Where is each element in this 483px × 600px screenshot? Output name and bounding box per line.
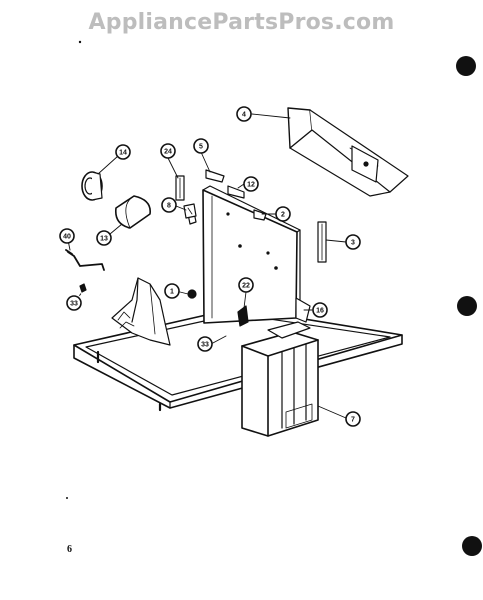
binder-hole-bottom (462, 536, 482, 556)
callout-22: 22 (238, 277, 254, 293)
small-fitting (183, 203, 197, 219)
callouts: 4 5 24 14 12 8 2 13 3 40 1 22 33 16 33 7 (59, 106, 361, 427)
rod-part (65, 249, 105, 271)
base-bracket (295, 297, 311, 323)
watermark-text: AppliancePartsPros.com (88, 10, 395, 35)
callout-24: 24 (160, 143, 176, 159)
binder-hole-top (456, 56, 476, 76)
svg-text:3: 3 (351, 240, 355, 247)
svg-text:8: 8 (167, 203, 171, 210)
callout-3: 3 (345, 234, 361, 250)
svg-text:4: 4 (242, 112, 246, 119)
grommet-part (187, 289, 197, 299)
svg-text:7: 7 (351, 417, 355, 424)
binder-hole-middle (457, 296, 477, 316)
svg-text:1: 1 (170, 289, 174, 296)
callout-16: 16 (312, 302, 328, 318)
svg-text:5: 5 (199, 144, 203, 151)
callout-33-center: 33 (197, 336, 213, 352)
callout-14: 14 (115, 144, 131, 160)
svg-text:33: 33 (70, 301, 78, 308)
callout-2: 2 (275, 206, 291, 222)
cap-part (81, 171, 103, 201)
svg-text:22: 22 (242, 283, 250, 290)
callout-4: 4 (236, 106, 252, 122)
shroud-box (241, 321, 319, 437)
callout-1: 1 (164, 283, 180, 299)
partition-panel (202, 185, 301, 324)
callout-33-left: 33 (66, 295, 82, 311)
svg-text:33: 33 (201, 342, 209, 349)
callout-40: 40 (59, 228, 75, 244)
panel-clips (175, 169, 327, 263)
svg-text:13: 13 (100, 236, 108, 243)
svg-text:2: 2 (281, 212, 285, 219)
speck (78, 40, 82, 44)
callout-8: 8 (161, 197, 177, 213)
callout-5: 5 (193, 138, 209, 154)
callout-13: 13 (96, 230, 112, 246)
top-bracket (287, 107, 409, 197)
svg-text:12: 12 (247, 182, 255, 189)
screw-part (79, 283, 87, 293)
callout-12: 12 (243, 176, 259, 192)
svg-text:14: 14 (119, 150, 127, 157)
small-bracket (237, 305, 249, 327)
speck (66, 497, 68, 499)
cylinder-pad (114, 195, 151, 229)
svg-text:24: 24 (164, 149, 172, 156)
svg-text:16: 16 (316, 308, 324, 315)
left-wedge-part (111, 277, 171, 346)
callout-7: 7 (345, 411, 361, 427)
svg-text:40: 40 (63, 234, 71, 241)
page-number: 6 (67, 544, 72, 555)
